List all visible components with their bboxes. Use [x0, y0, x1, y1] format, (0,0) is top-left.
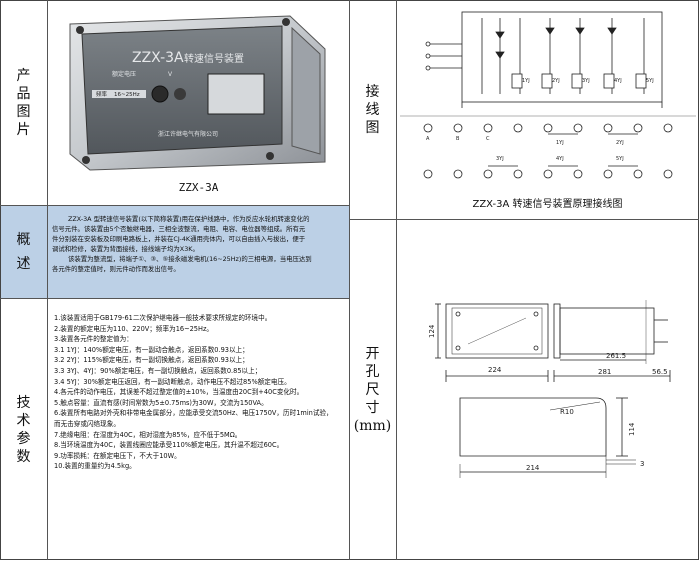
tech-param-line: 5.触点容量：直流有感(时间常数为5±0.75ms)为30W，交流为150VA。 — [54, 398, 268, 407]
tech-param-line: 3.4 5YJ：30%额定电压返回，有一副动断触点，动作电压不超过85%额定电压… — [54, 377, 291, 386]
relay-label-2: 2YJ — [552, 78, 560, 84]
divider-right-row — [349, 219, 699, 220]
overview-line: ZZX-3A 型转速信号装置(以下简称装置)用在保护线路中，作为反应水轮机转速变… — [68, 215, 310, 223]
panel-freq-right: 16~25Hz — [114, 92, 140, 98]
terminal-label-b: B — [456, 136, 460, 142]
tech-param-line: 7.绝缘电阻：在湿度为40C，相对湿度为85%，应不低于5MΩ。 — [54, 430, 242, 439]
overview-line: 该装置为整流型，将端子①、③、⑤接永磁发电机(16~25Hz)的三相电源，当电压… — [68, 255, 312, 263]
terminal-label-5yj: 5YJ — [616, 156, 624, 162]
tech-param-line: 而无击穿或闪络现象。 — [54, 419, 120, 428]
terminal-label-2yj: 2YJ — [616, 140, 624, 146]
tech-param-line: 8.当环境温度为40C，装置线圈应能承受110%额定电压，其升温不超过60C。 — [54, 441, 284, 450]
terminal-label-a: A — [426, 136, 430, 142]
panel-sub-right: V — [168, 71, 173, 78]
overview-text: ZZX-3A 型转速信号装置(以下简称装置)用在保护线路中，作为反应水轮机转速变… — [52, 214, 346, 274]
terminal-label-1yj: 1YJ — [556, 140, 564, 146]
product-caption: ZZX-3A — [178, 181, 219, 194]
tech-param-line: 10.装置的重量约为4.5kg。 — [54, 462, 136, 471]
tech-param-line: 2.装置的额定电压为110、220V；频率为16~25Hz。 — [54, 324, 214, 333]
tech-param-line: 6.装置所有电路对外壳和非带电金属部分，应能承受交流50Hz、电压1750V，历… — [54, 409, 333, 418]
divider-row2 — [0, 298, 349, 299]
label-product-image: 产品图片 — [16, 67, 31, 138]
panel-name-text: 转速信号装置 — [184, 52, 244, 65]
dim-cutout-height: 114 — [628, 422, 636, 436]
overview-line: 件分别装在安装板及印刷电路板上，并装在CJ-4K通用壳体内，可以自由插入与拔出，… — [52, 235, 306, 243]
panel-maker-text: 浙江许继电气有限公司 — [158, 130, 218, 138]
divider-row1 — [0, 205, 349, 206]
relay-label-4: 4YJ — [614, 78, 622, 84]
tech-param-line: 3.3 3YJ、4YJ：90%额定电压，有一副切换触点，返回系数0.85以上； — [54, 366, 262, 375]
wiring-diagram: 1YJ 2YJ 3YJ 4YJ 5YJ A B C 1YJ 2YJ 3YJ 4Y… — [400, 11, 696, 179]
overview-band-label — [1, 206, 47, 298]
terminal-label-4yj: 4YJ — [556, 156, 564, 162]
dim-side-inner: 261.5 — [606, 352, 626, 360]
overview-line: 各元件的整定值时，则元件动作而发出信号。 — [52, 265, 180, 273]
tech-param-line: 3.1 1YJ：140%额定电压，有一副动合触点，返回系数0.93以上； — [54, 345, 249, 354]
tech-param-line: 1.该装置适用于GB179-61二次保护继电器一般技术要求所规定的环境中。 — [54, 314, 272, 322]
dim-front-height: 124 — [428, 324, 436, 338]
relay-label-1: 1YJ — [522, 78, 530, 84]
relay-label-3: 3YJ — [582, 78, 590, 84]
dim-cutout-gap: 3 — [640, 460, 644, 468]
dimension-drawings: 124 224 261.5 281 56.5 R10 114 214 3 — [428, 300, 671, 478]
dim-side-tail: 56.5 — [652, 368, 668, 376]
label-cutout: 开孔尺寸(mm) — [353, 346, 392, 434]
tech-param-line: 3.2 2YJ：115%额定电压，有一副切换触点，返回系数0.93以上； — [54, 356, 249, 365]
tech-param-line: 9.功率损耗：在额定电压下，不大于10W。 — [54, 451, 181, 460]
overview-band — [48, 206, 349, 298]
divider-left — [47, 0, 48, 560]
dim-side-total: 281 — [598, 368, 611, 376]
panel-model-text: ZZX-3A — [132, 50, 184, 66]
panel-freq-left: 频率 — [96, 90, 108, 98]
tech-params-list: 1.该装置适用于GB179-61二次保护继电器一般技术要求所规定的环境中。 2.… — [54, 313, 348, 472]
wiring-caption: ZZX-3A 转速信号装置原理接线图 — [472, 199, 623, 210]
label-wiring: 接线图 — [365, 83, 380, 136]
overview-line: 调试和检修，装置为背面接线，接线端子均为X3K。 — [52, 245, 199, 253]
product-photo: ZZX-3A 转速信号装置 额定电压 V 频率 16~25Hz 浙江许继电气有限… — [69, 15, 326, 171]
overview-line: 信号元件。该装置由5个否触继电器，三相全波整流，电阻、电容、电位器等组成。所有元 — [52, 225, 306, 233]
tech-param-line: 3.装置各元件的整定值为： — [54, 335, 133, 344]
label-overview: 概述 — [16, 232, 31, 272]
panel-sub-left: 额定电压 — [112, 70, 136, 78]
tech-param-line: 4.各元件的动作电压，其误差不超过整定值的±10%，当温度由20C到+40C变化… — [54, 388, 304, 397]
terminal-label-c: C — [486, 136, 490, 142]
divider-right — [396, 0, 397, 560]
divider-middle — [349, 0, 350, 560]
relay-label-5: 5YJ — [646, 78, 654, 84]
dim-cutout-width: 214 — [526, 464, 540, 472]
label-tech-params: 技术参数 — [16, 394, 31, 465]
dim-front-width: 224 — [488, 366, 502, 374]
terminal-label-3yj: 3YJ — [496, 156, 504, 162]
dim-cutout-radius: R10 — [560, 408, 574, 416]
